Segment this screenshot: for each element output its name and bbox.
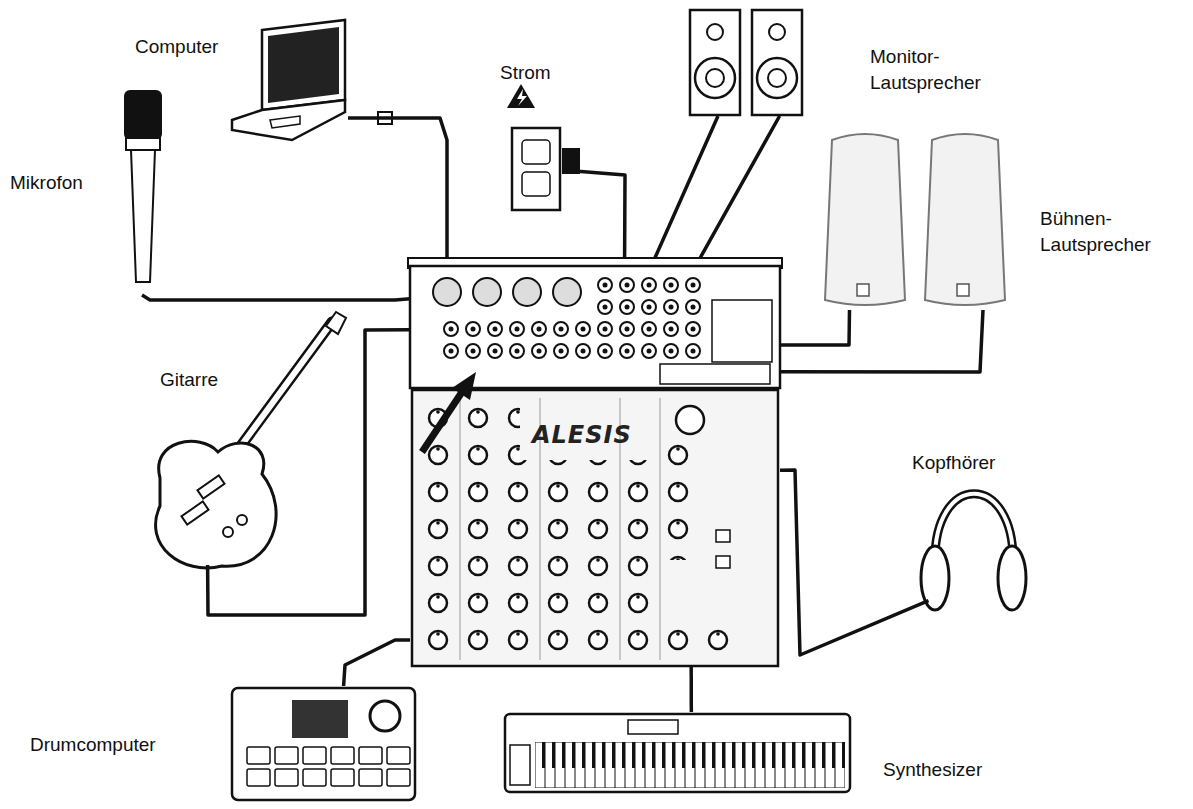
channel-divider (660, 398, 661, 660)
cable (562, 170, 625, 258)
stage-speaker (825, 134, 905, 305)
xlr-input (473, 278, 501, 306)
drum-machine (232, 688, 415, 800)
mixer-top-panel (412, 390, 778, 666)
speaker-logo (957, 284, 969, 296)
woofer (757, 58, 797, 98)
device-label: ALESIS (532, 422, 632, 448)
device-label: Strom (500, 60, 551, 86)
cable (142, 295, 410, 300)
cable (655, 116, 780, 258)
cable (780, 310, 983, 372)
xlr-input (553, 278, 581, 306)
fx-selector (676, 406, 704, 434)
mic-handle (131, 150, 155, 282)
monitor-speaker (690, 10, 740, 115)
device-label: Computer (135, 34, 218, 60)
device-node: Kopfhörer (918, 480, 1023, 622)
master-knobs (665, 620, 745, 658)
switch (716, 530, 730, 542)
guitar-neck (232, 322, 332, 458)
mic-grille (124, 90, 162, 140)
device-node: Mikrofon (118, 88, 166, 295)
drum-dial (370, 701, 400, 731)
cable (689, 666, 693, 712)
device-node: ALESIS (410, 258, 780, 666)
device-label: Bühnen- Lautsprecher (1040, 206, 1170, 258)
synth-keys (535, 742, 845, 788)
xlr-input (433, 278, 461, 306)
pointer-arrow-head (452, 372, 476, 400)
guitar-headstock (326, 312, 346, 334)
synth-display (628, 720, 678, 734)
cable (348, 118, 447, 258)
ear-cup (998, 546, 1026, 610)
drum-pads (245, 745, 413, 789)
socket (522, 172, 550, 196)
tweeter (707, 24, 723, 40)
laptop-touchpad (270, 116, 300, 128)
device-label: Drumcomputer (30, 732, 156, 758)
jack-outputs (596, 274, 706, 362)
device-node: Bühnen- Lautsprecher (822, 128, 1005, 310)
pitch-wheels (510, 745, 530, 785)
tweeter (769, 24, 785, 40)
device-label: Synthesizer (883, 757, 982, 783)
mixer-rear-panel (410, 266, 780, 388)
output-section (712, 300, 772, 362)
device-label: Monitor- Lautsprecher (870, 44, 1000, 96)
guitar-body (156, 441, 277, 568)
device-node: Synthesizer (505, 712, 850, 792)
stage-speaker (925, 134, 1005, 305)
device-node: Drumcomputer (232, 686, 415, 801)
device-label: Gitarre (160, 367, 218, 393)
jack-inputs (440, 318, 594, 362)
lightning-symbol (517, 89, 527, 106)
speaker-logo (857, 284, 869, 296)
cable (208, 330, 410, 615)
guitar-knob (237, 515, 247, 525)
guitar-pickup (197, 475, 224, 498)
laptop-base (232, 100, 345, 140)
woofer-cap (768, 69, 786, 87)
mic-band (126, 138, 160, 150)
wall-outlet (512, 128, 560, 210)
monitor-speaker (752, 10, 802, 115)
device-node: Computer (230, 22, 348, 142)
device-label: Mikrofon (10, 170, 83, 196)
guitar-pickup (181, 501, 208, 524)
device-node: Strom (510, 110, 562, 210)
switch (716, 556, 730, 568)
drum-display (292, 700, 348, 738)
device-label: Kopfhörer (912, 450, 995, 476)
cable (344, 640, 410, 686)
socket (522, 140, 550, 164)
woofer (695, 58, 735, 98)
warning-triangle (507, 84, 535, 108)
model-plate (660, 364, 770, 384)
woofer-cap (706, 69, 724, 87)
pointer-arrow (422, 392, 462, 452)
laptop-screen (268, 27, 339, 103)
master-knobs (665, 430, 705, 560)
guitar-fretboard (232, 322, 332, 458)
synthesizer (505, 714, 850, 792)
cable (780, 470, 929, 655)
device-node: Monitor- Lautsprecher (690, 8, 802, 116)
channel-divider (460, 398, 461, 660)
xlr-input (513, 278, 541, 306)
laptop-lid (262, 20, 345, 110)
device-node: Gitarre (150, 315, 342, 565)
guitar-knob (223, 527, 233, 537)
